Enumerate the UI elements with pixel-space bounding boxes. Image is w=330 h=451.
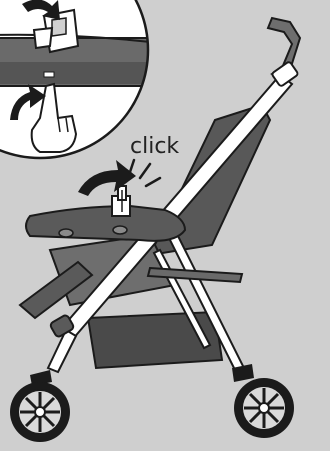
- click-label: click: [130, 134, 179, 159]
- bumper-knob: [59, 229, 73, 237]
- bumper-knob: [113, 226, 127, 234]
